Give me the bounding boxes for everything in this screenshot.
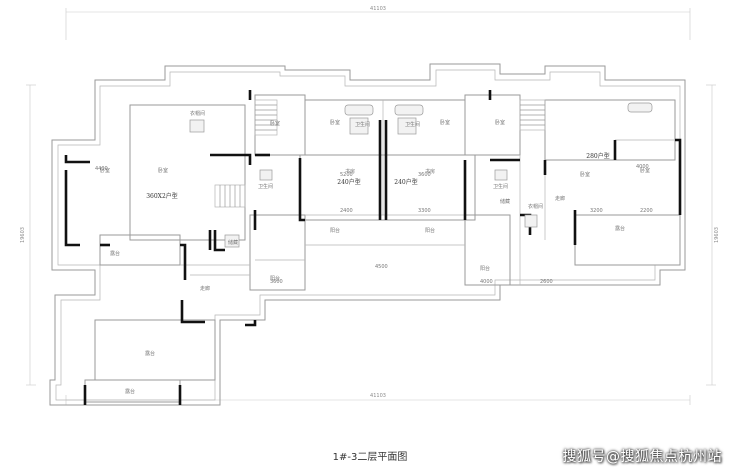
unit-label-middle-right: 240户型 (394, 178, 417, 186)
room-label: 书房 (425, 168, 435, 175)
dim-text: 3600 (418, 172, 431, 178)
room-label: 阳台 (425, 227, 435, 234)
drawing-caption: 1#-3二层平面图 (332, 452, 408, 463)
room-label: 露台 (145, 350, 155, 357)
room-label: 阳台 (480, 265, 490, 272)
dim-text: 4000 (636, 164, 649, 170)
room-label: 卫生间 (355, 121, 370, 128)
dim-text: 4400 (95, 166, 108, 172)
room-label: 卧室 (330, 119, 340, 126)
room-label: 储藏 (500, 198, 510, 205)
room-label: 储藏 (228, 239, 238, 246)
source-watermark: 搜狐号@搜狐焦点杭州站 (562, 449, 722, 465)
stair-left (254, 99, 278, 136)
room-label: 卫生间 (405, 121, 420, 128)
interior-partitions (84, 94, 681, 403)
room-label: 卧室 (100, 167, 110, 174)
dim-left: 19603 (20, 227, 26, 243)
structural-walls (64, 90, 682, 405)
room-label: 露台 (125, 388, 135, 395)
dim-text: 4500 (375, 264, 388, 270)
dim-text: 3300 (418, 208, 431, 214)
room-label: 卧室 (158, 167, 168, 174)
dim-top: 41103 (370, 6, 386, 12)
dim-text: 5200 (340, 172, 353, 178)
dim-text: 4000 (480, 279, 493, 285)
dim-text: 2200 (640, 208, 653, 214)
room-label: 露台 (615, 225, 625, 232)
bathroom-fixtures (189, 102, 653, 248)
room-label: 卧室 (580, 171, 590, 178)
stair-mid (214, 184, 246, 208)
dim-text: 3600 (270, 279, 283, 285)
room-label: 露台 (110, 250, 120, 257)
small-dimensions: 4400 5200 3600 4000 2400 3300 3200 2200 … (95, 164, 653, 285)
outer-envelope (49, 63, 686, 406)
dim-text: 2400 (340, 208, 353, 214)
room-label: 阳台 (330, 227, 340, 234)
room-label: 走廊 (200, 285, 210, 292)
room-label: 衣帽间 (528, 203, 543, 210)
room-label: 走廊 (555, 195, 565, 202)
room-label: 阳台 (270, 275, 280, 282)
room-label: 卫生间 (258, 183, 273, 190)
room-label: 卧室 (640, 167, 650, 174)
room-label: 卧室 (440, 119, 450, 126)
unit-label-right: 280户型 (586, 152, 609, 160)
room-label: 衣帽间 (190, 110, 205, 117)
room-label: 卧室 (495, 119, 505, 126)
room-label: 卧室 (270, 120, 280, 127)
dim-text: 2600 (540, 279, 553, 285)
dim-right: 19603 (714, 227, 720, 243)
dim-text: 3200 (590, 208, 603, 214)
dim-bottom: 41103 (370, 393, 386, 399)
stair-right (519, 99, 546, 131)
unit-label-middle-left: 240户型 (337, 178, 360, 186)
room-label: 卫生间 (493, 183, 508, 190)
room-label: 书房 (345, 168, 355, 175)
unit-label-left: 360X2户型 (146, 192, 178, 200)
room-labels: 卧室 卧室 卧室 卧室 卧室 卧室 卧室 卧室 书房 书房 露台 露台 露台 露… (100, 110, 650, 395)
